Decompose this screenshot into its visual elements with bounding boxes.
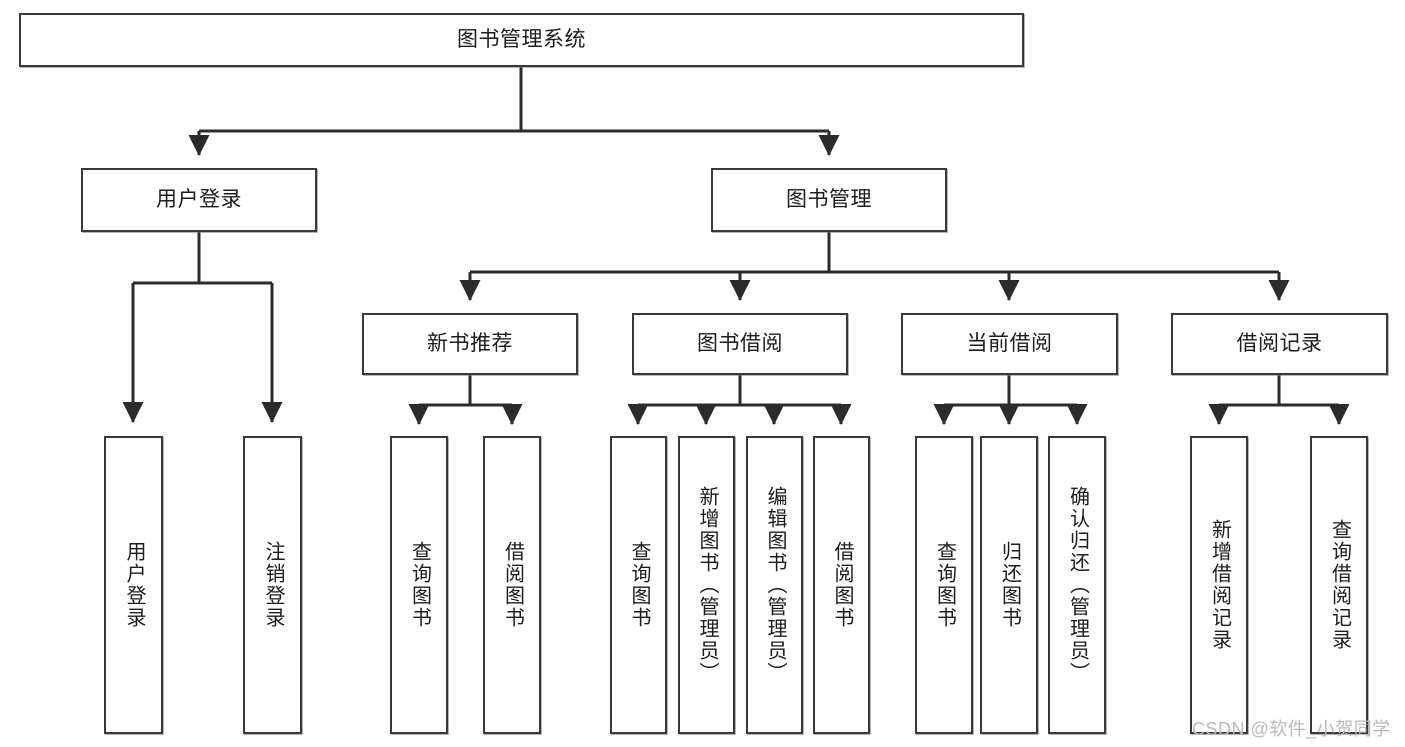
leaf-query-book-nbr[interactable]: 查询图书	[390, 436, 448, 734]
leaf-return-book[interactable]: 归还图书	[980, 436, 1038, 734]
node-borrowing-record[interactable]: 借阅记录	[1171, 313, 1388, 375]
leaf-borrow-book-bb[interactable]: 借阅图书	[813, 436, 870, 734]
csdn-watermark: CSDN @软件_小贺同学	[1192, 719, 1391, 739]
leaf-add-borrow-record[interactable]: 新增借阅记录	[1190, 436, 1248, 734]
node-root[interactable]: 图书管理系统	[19, 13, 1024, 67]
leaf-confirm-return-admin[interactable]: 确认归还（管理员）	[1048, 436, 1106, 734]
leaf-logout-login[interactable]: 注销登录	[243, 436, 302, 734]
leaf-add-book-admin[interactable]: 新增图书（管理员）	[678, 436, 735, 734]
node-current-borrowing[interactable]: 当前借阅	[901, 313, 1118, 375]
node-new-book-recommendation[interactable]: 新书推荐	[362, 313, 578, 375]
leaf-edit-book-admin[interactable]: 编辑图书（管理员）	[746, 436, 803, 734]
node-user-login[interactable]: 用户登录	[81, 168, 317, 232]
leaf-user-login[interactable]: 用户登录	[104, 436, 163, 734]
leaf-borrow-book-nbr[interactable]: 借阅图书	[483, 436, 541, 734]
leaf-query-borrow-record[interactable]: 查询借阅记录	[1310, 436, 1368, 734]
leaf-query-book-bb[interactable]: 查询图书	[610, 436, 667, 734]
node-book-management[interactable]: 图书管理	[711, 168, 947, 232]
leaf-query-book-cb[interactable]: 查询图书	[915, 436, 973, 734]
node-book-borrowing[interactable]: 图书借阅	[632, 313, 848, 375]
